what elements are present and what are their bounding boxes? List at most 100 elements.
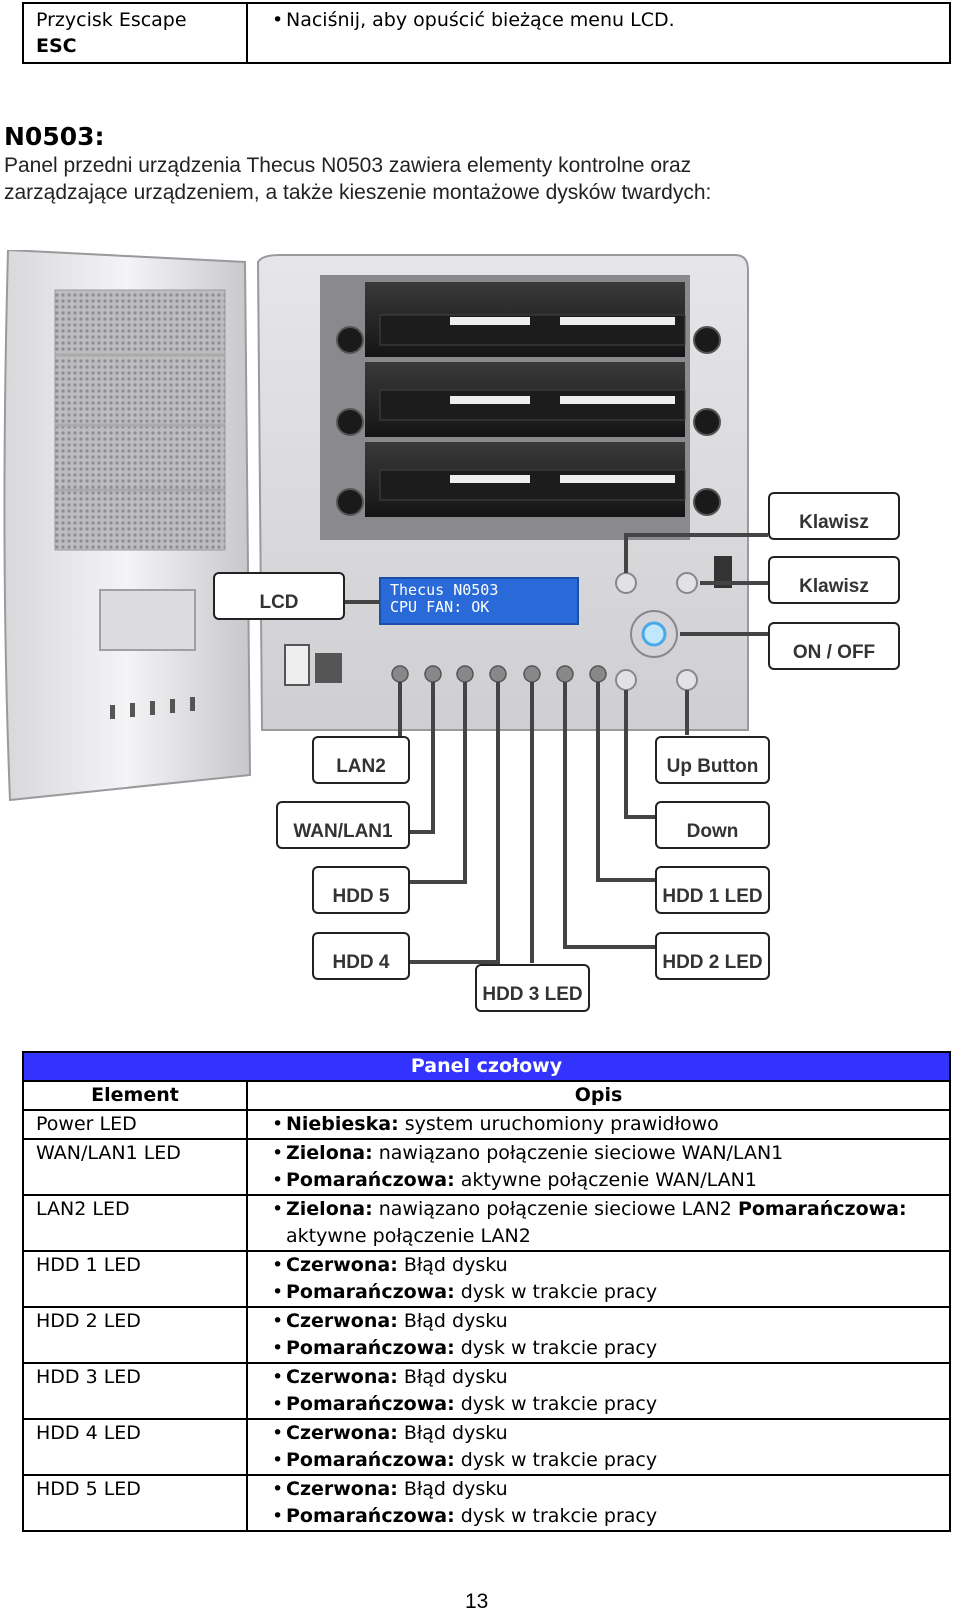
- status-color-label: Pomarańczowa:: [286, 1169, 455, 1191]
- description-item: Pomarańczowa: dysk w trakcie pracy: [272, 1447, 937, 1474]
- description-cell: Zielona: nawiązano połączenie sieciowe L…: [246, 1194, 951, 1252]
- callout-klawisz: Klawisz: [768, 492, 900, 540]
- description-cell: Czerwona: Błąd dyskuPomarańczowa: dysk w…: [246, 1474, 951, 1532]
- element-cell: HDD 2 LED: [22, 1306, 248, 1364]
- table-title-row: Panel czołowy: [22, 1051, 951, 1082]
- callout-lan2: LAN2: [312, 736, 410, 784]
- element-key: ESC: [36, 35, 77, 57]
- element-cell: LAN2 LED: [22, 1194, 248, 1252]
- table-row: Power LED Niebieska: system uruchomiony p…: [22, 1109, 951, 1140]
- status-color-label: Pomarańczowa:: [286, 1337, 455, 1359]
- element-cell: HDD 5 LED: [22, 1474, 248, 1532]
- section-intro: Panel przedni urządzenia Thecus N0503 za…: [4, 152, 904, 206]
- front-panel-table: Panel czołowy Element Opis Power LED Nieb…: [22, 1051, 951, 1532]
- description-item: Czerwona: Błąd dysku: [272, 1476, 937, 1503]
- status-color-label: Niebieska:: [286, 1113, 399, 1135]
- device-photo: [3, 250, 768, 964]
- status-description: Błąd dysku: [397, 1254, 508, 1276]
- description-item: Pomarańczowa: aktywne połączenie WAN/LAN…: [272, 1167, 937, 1194]
- intro-line: zarządzające urządzeniem, a także kiesze…: [4, 181, 712, 204]
- status-color-label: Pomarańczowa:: [286, 1449, 455, 1471]
- callout-up-button: Up Button: [655, 736, 770, 784]
- status-color-label: Zielona:: [286, 1198, 373, 1220]
- element-cell: Power LED: [22, 1109, 248, 1140]
- callout-klawisz: Klawisz: [768, 556, 900, 604]
- status-description: Błąd dysku: [397, 1422, 508, 1444]
- table-row: HDD 5 LEDCzerwona: Błąd dyskuPomarańczow…: [22, 1474, 951, 1532]
- element-cell: Przycisk Escape ESC: [22, 2, 248, 64]
- section-heading: N0503:: [4, 122, 105, 151]
- table-row: LAN2 LED Zielona: nawiązano połączenie si…: [22, 1194, 951, 1252]
- lcd-line: CPU FAN: OK: [390, 598, 490, 616]
- description-item: Pomarańczowa: dysk w trakcie pracy: [272, 1335, 937, 1362]
- status-description: dysk w trakcie pracy: [454, 1449, 658, 1471]
- callout-hdd1-led: HDD 1 LED: [655, 866, 770, 914]
- status-description: aktywne połączenie WAN/LAN1: [454, 1169, 757, 1191]
- callout-down: Down: [655, 801, 770, 849]
- table-title: Panel czołowy: [22, 1051, 951, 1082]
- callout-hdd3-led: HDD 3 LED: [475, 964, 590, 1012]
- element-cell: HDD 4 LED: [22, 1418, 248, 1476]
- callout-on-off: ON / OFF: [768, 622, 900, 670]
- column-header-opis: Opis: [246, 1080, 951, 1111]
- status-description: aktywne połączenie LAN2: [286, 1225, 531, 1247]
- table-row: Przycisk Escape ESC Naciśnij, aby opuści…: [22, 2, 951, 64]
- table-row: HDD 2 LEDCzerwona: Błąd dyskuPomarańczow…: [22, 1306, 951, 1364]
- table-row: HDD 3 LEDCzerwona: Błąd dyskuPomarańczow…: [22, 1362, 951, 1420]
- description-item: Zielona: nawiązano połączenie sieciowe W…: [272, 1140, 937, 1167]
- table-row: WAN/LAN1 LED Zielona: nawiązano połączeni…: [22, 1138, 951, 1196]
- description-item: Czerwona: Błąd dysku: [272, 1420, 937, 1447]
- intro-line: Panel przedni urządzenia Thecus N0503 za…: [4, 154, 692, 177]
- status-color-label: Czerwona:: [286, 1310, 398, 1332]
- status-description: nawiązano połączenie sieciowe WAN/LAN1: [372, 1142, 784, 1164]
- status-description: Błąd dysku: [397, 1478, 508, 1500]
- description-cell: Czerwona: Błąd dyskuPomarańczowa: dysk w…: [246, 1250, 951, 1308]
- status-color-label: Czerwona:: [286, 1422, 398, 1444]
- status-color-label: Pomarańczowa:: [737, 1198, 907, 1220]
- table-header-row: Element Opis: [22, 1080, 951, 1111]
- status-color-label: Zielona:: [286, 1142, 373, 1164]
- description-cell: Czerwona: Błąd dyskuPomarańczowa: dysk w…: [246, 1306, 951, 1364]
- description-cell: Naciśnij, aby opuścić bieżące menu LCD.: [246, 2, 951, 64]
- device-illustration: Thecus N0503 CPU FAN: OK Klawisz LCD Kla…: [0, 250, 960, 1050]
- status-color-label: Pomarańczowa:: [286, 1505, 455, 1527]
- status-color-label: Czerwona:: [286, 1254, 398, 1276]
- status-color-label: Czerwona:: [286, 1366, 398, 1388]
- description-cell: Zielona: nawiązano połączenie sieciowe W…: [246, 1138, 951, 1196]
- page-number: 13: [465, 1590, 489, 1613]
- status-color-label: Czerwona:: [286, 1478, 398, 1500]
- description-item: Czerwona: Błąd dysku: [272, 1308, 937, 1335]
- status-description: dysk w trakcie pracy: [454, 1337, 658, 1359]
- callout-wan-lan1: WAN/LAN1: [276, 801, 410, 849]
- description-item: Pomarańczowa: dysk w trakcie pracy: [272, 1503, 937, 1530]
- status-description: Błąd dysku: [397, 1310, 508, 1332]
- description-cell: Czerwona: Błąd dyskuPomarańczowa: dysk w…: [246, 1418, 951, 1476]
- description-item: Pomarańczowa: dysk w trakcie pracy: [272, 1279, 937, 1306]
- element-name: Przycisk Escape: [36, 9, 187, 31]
- description-cell: Czerwona: Błąd dyskuPomarańczowa: dysk w…: [246, 1362, 951, 1420]
- description-item: Zielona: nawiązano połączenie sieciowe L…: [272, 1196, 937, 1250]
- element-cell: WAN/LAN1 LED: [22, 1138, 248, 1196]
- status-color-label: Pomarańczowa:: [286, 1393, 455, 1415]
- lcd-line: Thecus N0503: [390, 581, 499, 599]
- status-description: dysk w trakcie pracy: [454, 1281, 658, 1303]
- status-description: Błąd dysku: [397, 1366, 508, 1388]
- callout-hdd2-led: HDD 2 LED: [655, 932, 770, 980]
- description-item: Niebieska: system uruchomiony prawidłowo: [272, 1111, 937, 1138]
- description-item: Czerwona: Błąd dysku: [272, 1252, 937, 1279]
- status-description: nawiązano połączenie sieciowe LAN2: [372, 1198, 738, 1220]
- table-row: HDD 4 LEDCzerwona: Błąd dyskuPomarańczow…: [22, 1418, 951, 1476]
- description-text: Naciśnij, aby opuścić bieżące menu LCD.: [272, 7, 937, 33]
- table-row: HDD 1 LEDCzerwona: Błąd dyskuPomarańczow…: [22, 1250, 951, 1308]
- callout-hdd5: HDD 5: [312, 866, 410, 914]
- status-color-label: Pomarańczowa:: [286, 1281, 455, 1303]
- status-description: system uruchomiony prawidłowo: [398, 1113, 719, 1135]
- callout-hdd4: HDD 4: [312, 932, 410, 980]
- description-item: Pomarańczowa: dysk w trakcie pracy: [272, 1391, 937, 1418]
- status-description: dysk w trakcie pracy: [454, 1393, 658, 1415]
- status-description: dysk w trakcie pracy: [454, 1505, 658, 1527]
- lcd-display-text: Thecus N0503 CPU FAN: OK: [390, 582, 498, 616]
- description-item: Czerwona: Błąd dysku: [272, 1364, 937, 1391]
- callout-lcd: LCD: [213, 572, 345, 620]
- description-cell: Niebieska: system uruchomiony prawidłowo: [246, 1109, 951, 1140]
